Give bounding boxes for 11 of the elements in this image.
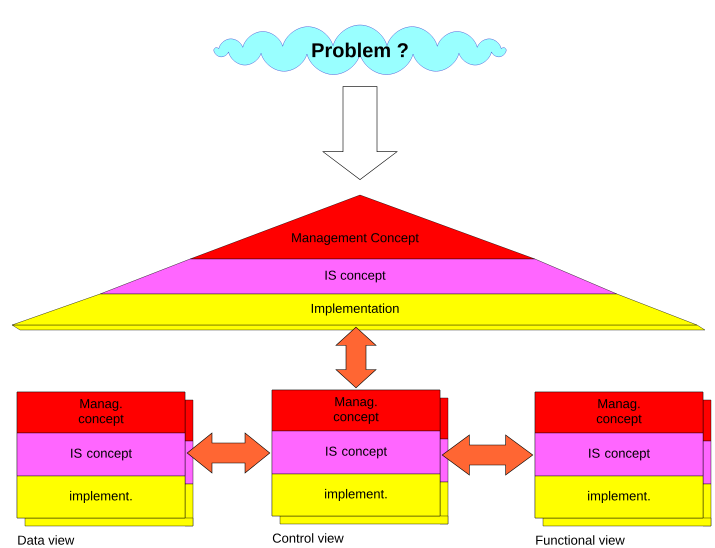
block-arrow: [442, 434, 534, 476]
block-arrow: [322, 86, 398, 180]
pyramid-layer: Implementation: [12, 294, 706, 330]
view-label: Control view: [272, 533, 344, 543]
view-label: Data view: [18, 535, 74, 545]
block-arrow: [186, 432, 270, 474]
view-label: Functional view: [536, 535, 625, 545]
problem-cloud: Problem ?: [214, 24, 506, 75]
block-arrow: [335, 326, 377, 388]
pyramid-layer: IS concept: [100, 258, 618, 294]
pyramid-layer: Management Concept: [190, 194, 536, 260]
